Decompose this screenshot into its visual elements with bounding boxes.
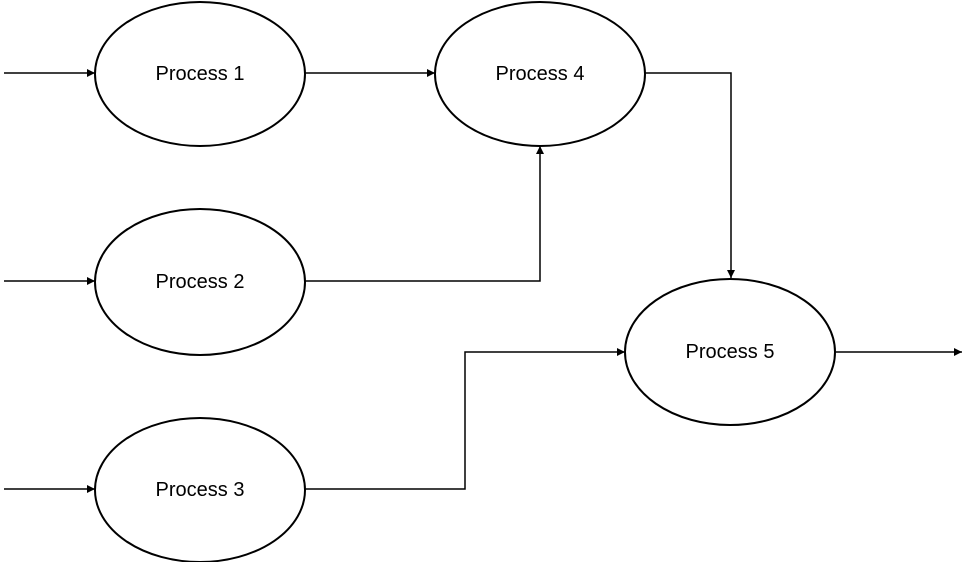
process-node-2-shape (94, 208, 306, 356)
process-node-5-shape (624, 278, 836, 426)
process-node-5: Process 5 (624, 278, 836, 426)
process-node-2-label: Process 2 (156, 271, 245, 293)
process-node-1-label: Process 1 (156, 63, 245, 85)
arrow-process-4-to-process-5 (645, 72, 735, 278)
arrow-process-2-to-process-4 (305, 146, 544, 282)
process-node-3-label: Process 3 (156, 479, 245, 501)
process-node-1: Process 1 (94, 1, 306, 147)
process-node-3-shape (94, 417, 306, 562)
process-node-4-shape (434, 1, 646, 147)
process-node-5-label: Process 5 (686, 341, 775, 363)
process-node-4-label: Process 4 (496, 63, 585, 85)
process-node-2: Process 2 (94, 208, 306, 356)
edges (4, 69, 962, 493)
process-node-3: Process 3 (94, 417, 306, 562)
arrow-process-3-to-process-5 (305, 348, 625, 490)
process-node-4: Process 4 (434, 1, 646, 147)
process-node-1-shape (94, 1, 306, 147)
